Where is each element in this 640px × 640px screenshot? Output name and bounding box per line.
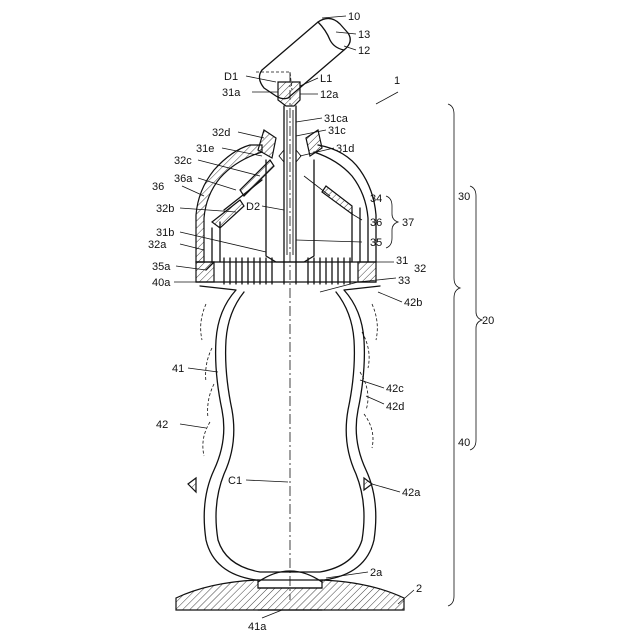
label-1: 1	[394, 75, 400, 87]
reference-labels: 10 13 12 D1 L1 1 31a 12a 31ca 31c 32d 31…	[148, 11, 494, 633]
label-35a: 35a	[152, 261, 171, 273]
label-41: 41	[172, 363, 184, 375]
label-42d: 42d	[386, 401, 404, 413]
label-D2: D2	[246, 201, 260, 213]
label-31e: 31e	[196, 143, 214, 155]
label-31c: 31c	[328, 125, 346, 137]
label-C1: C1	[228, 475, 242, 487]
label-31: 31	[396, 255, 408, 267]
label-2: 2	[416, 583, 422, 595]
label-31a: 31a	[222, 87, 241, 99]
label-34: 34	[370, 193, 382, 205]
label-42a: 42a	[402, 487, 421, 499]
label-32c: 32c	[174, 155, 192, 167]
label-36a: 36a	[174, 173, 193, 185]
label-30: 30	[458, 191, 470, 203]
dimension-brackets	[386, 104, 482, 606]
label-32a: 32a	[148, 239, 167, 251]
label-31b: 31b	[156, 227, 174, 239]
label-41a: 41a	[248, 621, 267, 633]
label-10: 10	[348, 11, 360, 23]
label-31ca: 31ca	[324, 113, 349, 125]
label-2a: 2a	[370, 567, 383, 579]
label-42: 42	[156, 419, 168, 431]
label-20: 20	[482, 315, 494, 327]
label-42c: 42c	[386, 383, 404, 395]
label-12a: 12a	[320, 89, 339, 101]
label-D1: D1	[224, 71, 238, 83]
label-32: 32	[414, 263, 426, 275]
nozzle-tip	[278, 82, 300, 106]
label-12: 12	[358, 45, 370, 57]
label-42b: 42b	[404, 297, 422, 309]
label-32b: 32b	[156, 203, 174, 215]
label-33: 33	[398, 275, 410, 287]
label-31d: 31d	[336, 143, 354, 155]
nozzle-cap	[256, 18, 350, 98]
label-13: 13	[358, 29, 370, 41]
label-40a: 40a	[152, 277, 171, 289]
label-40: 40	[458, 437, 470, 449]
label-35: 35	[370, 237, 382, 249]
label-36-right: 36	[370, 217, 382, 229]
bottle-body	[188, 286, 380, 580]
label-37: 37	[402, 217, 414, 229]
label-L1: L1	[320, 73, 332, 85]
label-36-left: 36	[152, 181, 164, 193]
label-32d: 32d	[212, 127, 230, 139]
